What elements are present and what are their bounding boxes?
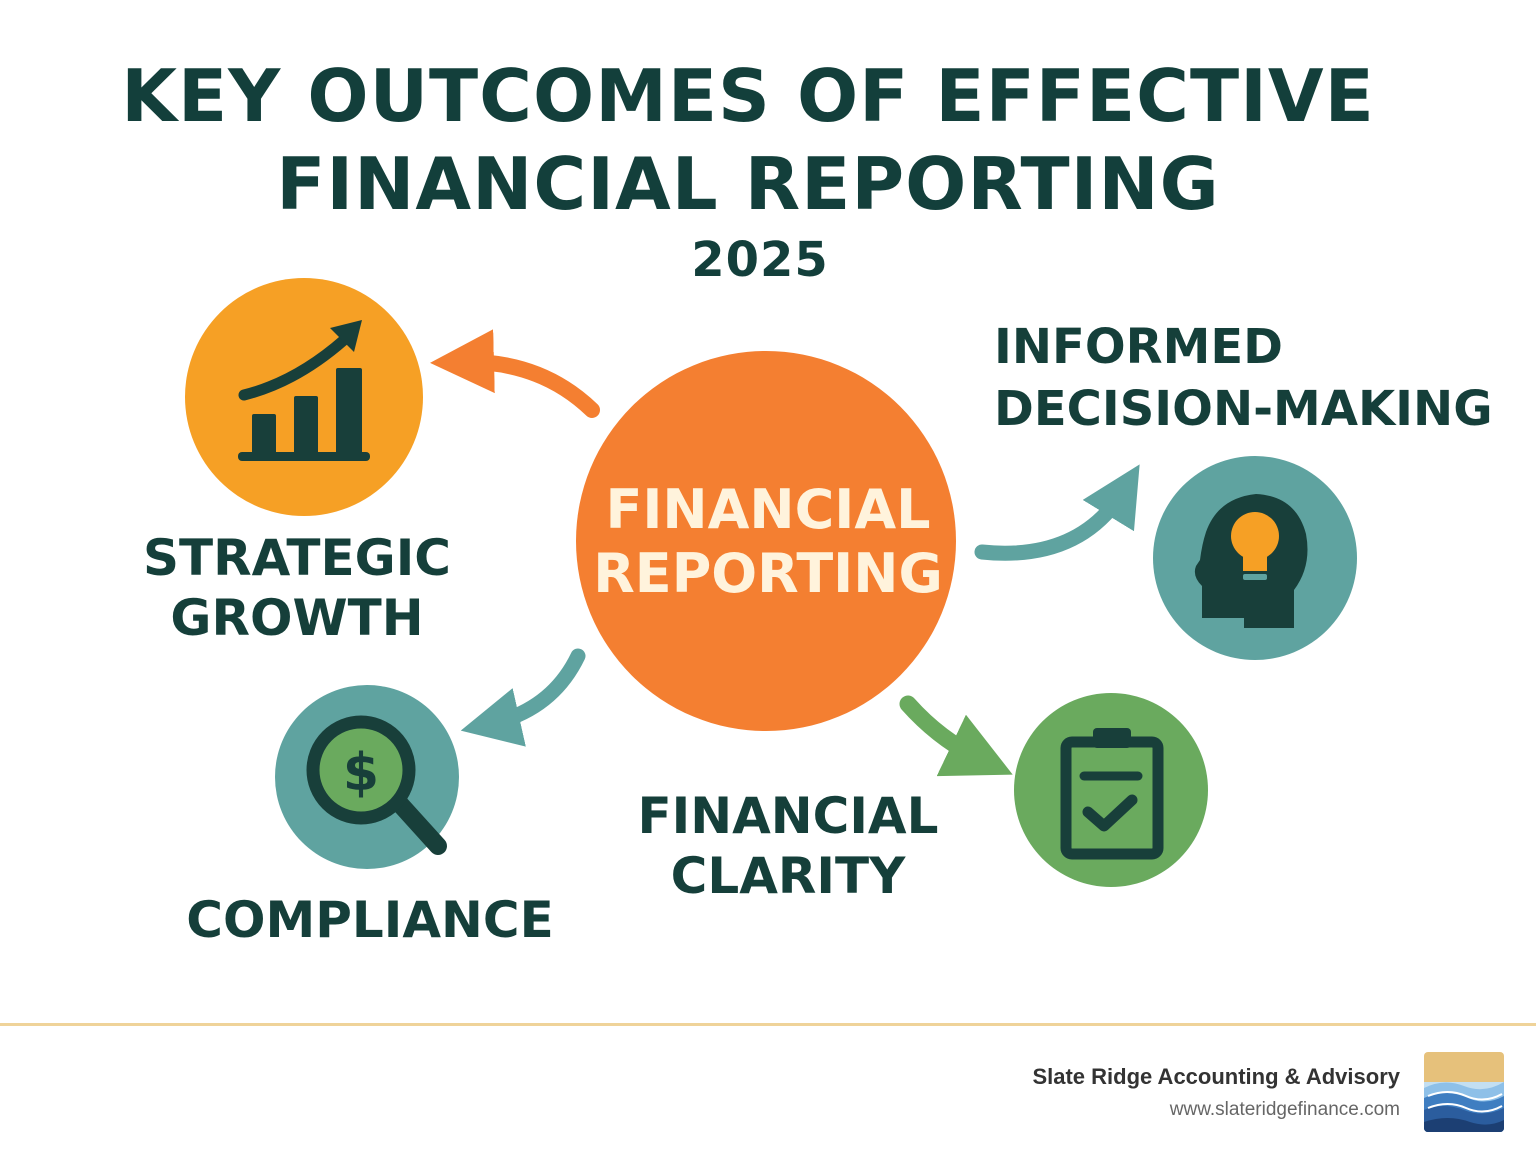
page-title: KEY OUTCOMES OF EFFECTIVE FINANCIAL REPO… — [0, 52, 1496, 228]
outcome-label-line-1: INFORMED — [994, 319, 1283, 375]
clipboard-check-icon — [1014, 693, 1208, 887]
arrow-to-financial-clarity — [899, 695, 1013, 777]
arrow-to-informed-decision — [974, 464, 1140, 561]
outcome-strategic-growth: STRATEGIC GROWTH — [132, 528, 462, 648]
title-line-2: FINANCIAL REPORTING — [276, 142, 1220, 226]
outcome-label-line-2: CLARITY — [670, 847, 906, 905]
outcome-label-line-1: STRATEGIC — [142, 529, 452, 587]
outcome-informed-decision-making: INFORMED DECISION-MAKING — [994, 316, 1494, 440]
center-label: FINANCIAL REPORTING — [576, 478, 960, 606]
company-url: www.slateridgefinance.com — [1169, 1099, 1400, 1120]
outcome-financial-clarity: FINANCIAL CLARITY — [618, 786, 958, 906]
head-lightbulb-icon — [1153, 456, 1357, 660]
footer-divider — [0, 1023, 1536, 1026]
outcomes-diagram: $ — [185, 278, 1357, 887]
company-logo-icon — [1424, 1052, 1504, 1132]
year-label: 2025 — [691, 232, 829, 288]
title-line-1: KEY OUTCOMES OF EFFECTIVE — [121, 54, 1375, 138]
dollar-magnifier-icon: $ — [275, 685, 459, 869]
company-name: Slate Ridge Accounting & Advisory — [1032, 1064, 1400, 1089]
outcome-compliance: COMPLIANCE — [170, 890, 570, 950]
outcome-label-line-1: COMPLIANCE — [186, 891, 554, 949]
arrow-to-compliance — [460, 648, 586, 747]
center-circle — [576, 351, 956, 731]
arrow-to-strategic-growth — [430, 329, 600, 418]
center-label-line-2: REPORTING — [593, 542, 943, 605]
outcome-label-line-2: DECISION-MAKING — [994, 381, 1493, 437]
center-label-line-1: FINANCIAL — [605, 478, 931, 541]
svg-text:$: $ — [343, 743, 379, 803]
outcome-label-line-2: GROWTH — [170, 589, 424, 647]
growth-chart-icon — [185, 278, 423, 516]
outcome-label-line-1: FINANCIAL — [637, 787, 939, 845]
